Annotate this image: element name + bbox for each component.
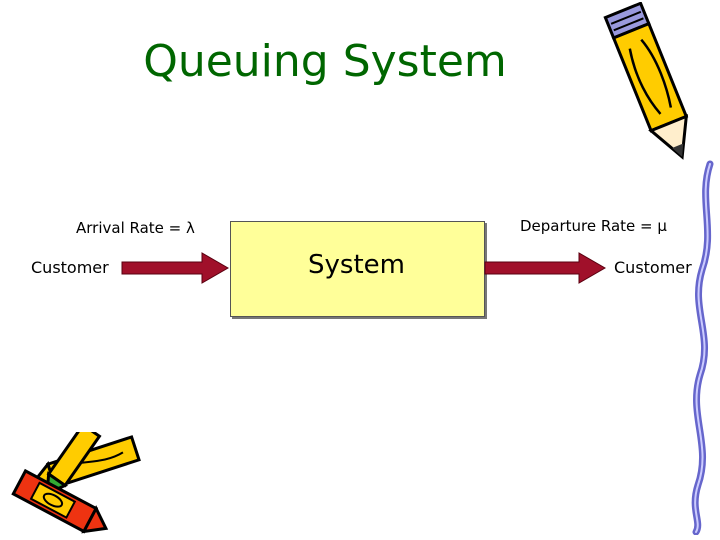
border-squiggle-icon	[691, 160, 714, 535]
pencil-icon	[603, 2, 689, 160]
departure-arrow	[484, 252, 607, 284]
slide-title: Queuing System	[143, 36, 507, 87]
input-customer-label: Customer	[31, 258, 109, 277]
system-label: System	[308, 250, 405, 280]
arrival-rate-label: Arrival Rate = λ	[76, 219, 195, 237]
crayons-icon	[11, 432, 141, 534]
arrival-arrow	[121, 252, 230, 284]
output-customer-label: Customer	[614, 258, 692, 277]
departure-rate-label: Departure Rate = μ	[520, 217, 667, 235]
